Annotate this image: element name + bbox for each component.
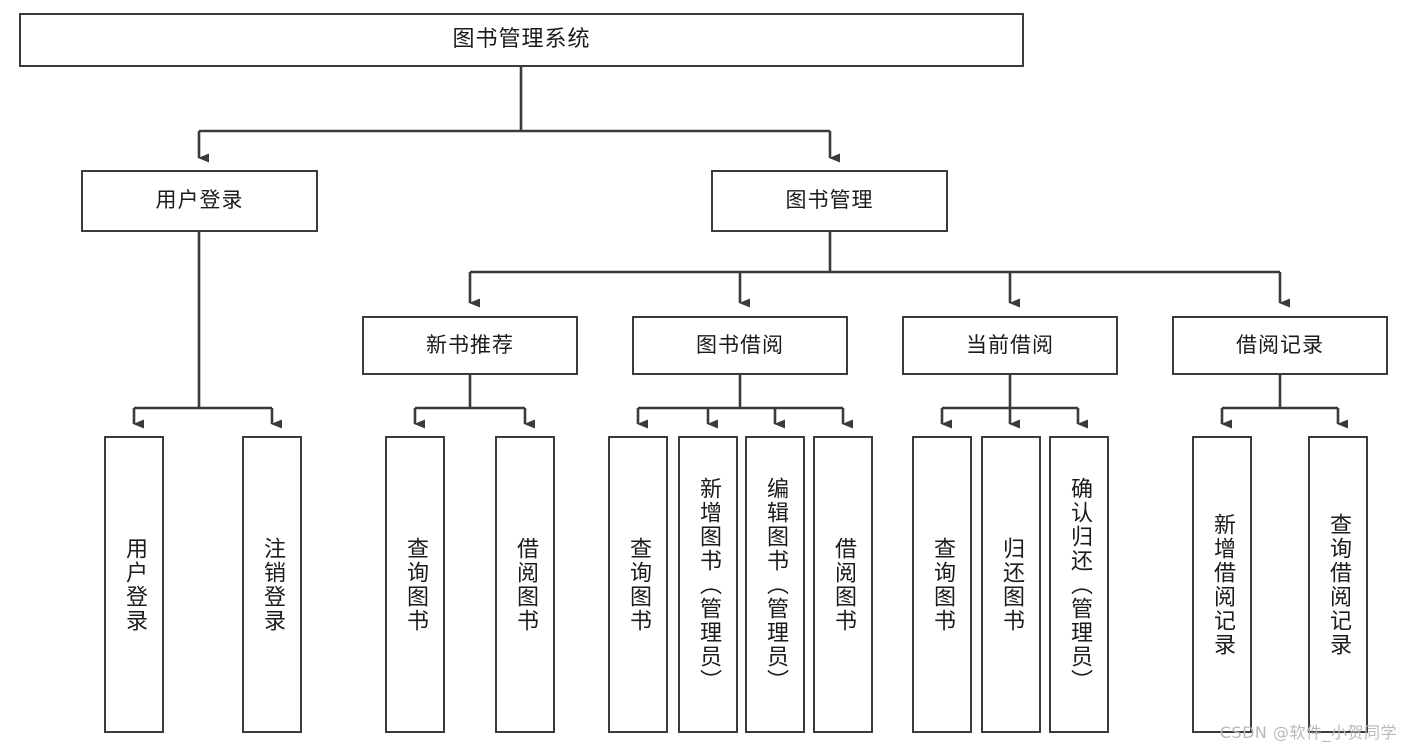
node-label: 查询借阅记录 [1326,512,1351,657]
leaf-query-book-current[interactable]: 查询图书 [912,436,972,733]
node-label: 借阅图书 [831,536,856,633]
csdn-watermark: CSDN @软件_小贺同学 [1219,723,1397,742]
node-label: 新增图书（管理员） [696,476,721,693]
node-label: 归还图书 [999,536,1024,633]
node-label: 新书推荐 [426,332,514,357]
node-borrow-record[interactable]: 借阅记录 [1172,316,1388,375]
node-label: 注销登录 [260,536,285,633]
node-label: 确认归还（管理员） [1067,476,1092,693]
node-user-login[interactable]: 用户登录 [81,170,318,232]
leaf-user-login[interactable]: 用户登录 [104,436,164,733]
node-label: 编辑图书（管理员） [763,476,788,693]
node-label: 用户登录 [122,536,147,633]
node-label: 当前借阅 [966,332,1054,357]
node-current-borrow[interactable]: 当前借阅 [902,316,1118,375]
node-label: 图书管理 [785,188,874,213]
node-label: 查询图书 [403,536,428,633]
node-label: 用户登录 [155,188,244,213]
node-label: 新增借阅记录 [1210,512,1235,657]
node-book-manage[interactable]: 图书管理 [711,170,948,232]
leaf-add-borrow-record[interactable]: 新增借阅记录 [1192,436,1252,733]
leaf-logout-login[interactable]: 注销登录 [242,436,302,733]
node-label: 图书借阅 [696,332,784,357]
leaf-query-book-borrow[interactable]: 查询图书 [608,436,668,733]
node-label: 借阅图书 [513,536,538,633]
node-label: 查询图书 [930,536,955,633]
leaf-return-book[interactable]: 归还图书 [981,436,1041,733]
node-book-borrow[interactable]: 图书借阅 [632,316,848,375]
node-new-book-recommend[interactable]: 新书推荐 [362,316,578,375]
leaf-borrow-book-new-recommend[interactable]: 借阅图书 [495,436,555,733]
leaf-edit-book-admin[interactable]: 编辑图书（管理员） [745,436,805,733]
node-label: 图书管理系统 [452,26,591,52]
leaf-add-book-admin[interactable]: 新增图书（管理员） [678,436,738,733]
leaf-query-book-new-recommend[interactable]: 查询图书 [385,436,445,733]
leaf-confirm-return-admin[interactable]: 确认归还（管理员） [1049,436,1109,733]
leaf-borrow-book-borrow[interactable]: 借阅图书 [813,436,873,733]
leaf-query-borrow-record[interactable]: 查询借阅记录 [1308,436,1368,733]
node-label: 借阅记录 [1236,332,1324,357]
node-label: 查询图书 [626,536,651,633]
node-root-book-management-system[interactable]: 图书管理系统 [19,13,1024,67]
